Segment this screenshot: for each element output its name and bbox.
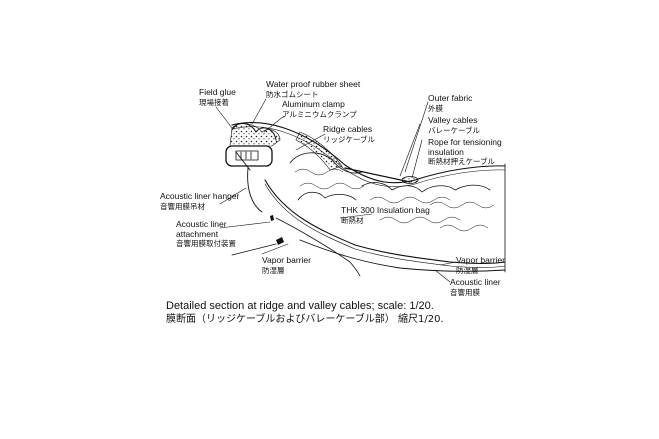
label-aluminum-clamp-en: Aluminum clamp — [282, 99, 345, 109]
label-acoustic-liner-en: Acoustic liner — [450, 277, 501, 287]
label-valley-cables-jp: バレーケーブル — [428, 125, 481, 135]
label-acoustic-hanger-en: Acoustic liner hanger — [160, 191, 240, 201]
liner-attachment-clip — [276, 237, 284, 245]
label-field-glue-en: Field glue — [199, 87, 236, 97]
label-vapor-barrier-left-jp: 防湿層 — [262, 265, 285, 275]
caption-en: Detailed section at ridge and valley cab… — [166, 300, 434, 312]
label-acoustic-attachment-jp: 音響用膜取付装置 — [176, 239, 236, 248]
label-vapor-barrier-right-en: Vapor barrier — [456, 255, 505, 265]
valley-cable — [344, 167, 411, 183]
caption-jp: 膜断面（リッジケーブルおよびバレーケーブル部） 縮尺1/20. — [166, 314, 444, 325]
outer-fabric-line-inner — [231, 126, 506, 188]
vapor-barrier-line-inner — [264, 183, 506, 268]
label-valley-cables-en: Valley cables — [428, 115, 478, 125]
label-outer-fabric-en: Outer fabric — [428, 93, 473, 103]
label-ridge-cables-en: Ridge cables — [323, 124, 373, 134]
leader-lines — [215, 98, 457, 283]
label-acoustic-attachment-en: Acoustic liner — [176, 219, 227, 229]
label-insulation-bag-jp: 断熱材 — [341, 215, 364, 225]
label-ridge-cables-jp: リッジケーブル — [323, 134, 376, 144]
attachment-line — [231, 243, 277, 256]
hanger-hook — [270, 215, 274, 221]
label-waterproof-sheet-jp: 防水ゴムシート — [266, 89, 319, 99]
label-insulation-bag-en: THK 300 Insulation bag — [341, 205, 430, 215]
clamp-bolt-marks — [240, 151, 252, 160]
label-insulation-bag: THK 300 Insulation bag 断熱材 — [341, 205, 430, 225]
field-glue-fill — [295, 131, 343, 171]
label-vapor-barrier-right-jp: 防湿層 — [456, 265, 479, 275]
label-outer-fabric-jp: 外膜 — [428, 103, 443, 113]
clamp-bolts — [235, 150, 259, 161]
label-aluminum-clamp-jp: アルミニウムクランプ — [282, 109, 357, 119]
label-aluminum-clamp: Aluminum clamp アルミニウムクランプ — [282, 99, 357, 119]
label-acoustic-attachment: Acoustic liner attachment 音響用膜取付装置 — [176, 219, 236, 249]
label-rope: Rope for tensioning insulation 断熱材押えケーブル — [428, 137, 502, 167]
label-ridge-cables: Ridge cables リッジケーブル — [323, 124, 376, 144]
label-vapor-barrier-left: Vapor barrier 防湿層 — [262, 255, 311, 275]
label-outer-fabric: Outer fabric 外膜 — [428, 93, 473, 113]
insulation-puffs — [289, 152, 491, 201]
label-field-glue-jp: 現場接着 — [199, 97, 229, 107]
label-acoustic-hanger: Acoustic liner hanger 音響用膜吊材 — [160, 191, 240, 211]
outer-fabric-line — [231, 122, 506, 184]
label-vapor-barrier-left-en: Vapor barrier — [262, 255, 311, 265]
aluminum-clamp — [225, 145, 273, 167]
label-acoustic-liner-jp: 音響用膜 — [450, 287, 480, 297]
label-rope-en: Rope for tensioning — [428, 137, 502, 147]
ridge-glue-fill — [229, 123, 281, 147]
label-vapor-barrier-right: Vapor barrier 防湿層 — [456, 255, 505, 275]
label-rope-jp: 断熱材押えケーブル — [428, 157, 496, 166]
acoustic-liner-line — [299, 239, 506, 272]
acoustic-hanger-rope — [235, 151, 263, 213]
valley-cable-clamp — [401, 176, 419, 184]
label-field-glue: Field glue 現場接着 — [199, 87, 236, 107]
attachment-rope — [275, 217, 361, 277]
label-waterproof-sheet: Water proof rubber sheet 防水ゴムシート — [266, 79, 361, 99]
label-valley-cables: Valley cables バレーケーブル — [428, 115, 481, 135]
vapor-barrier-line — [264, 179, 506, 265]
label-waterproof-sheet-en: Water proof rubber sheet — [266, 79, 361, 89]
figure-caption: Detailed section at ridge and valley cab… — [166, 299, 444, 327]
label-rope-en2: insulation — [428, 146, 464, 157]
insulation-texture — [294, 168, 495, 232]
label-acoustic-attachment-en2: attachment — [176, 228, 219, 239]
label-acoustic-liner: Acoustic liner 音響用膜 — [450, 277, 501, 297]
label-acoustic-hanger-jp: 音響用膜吊材 — [160, 201, 205, 211]
